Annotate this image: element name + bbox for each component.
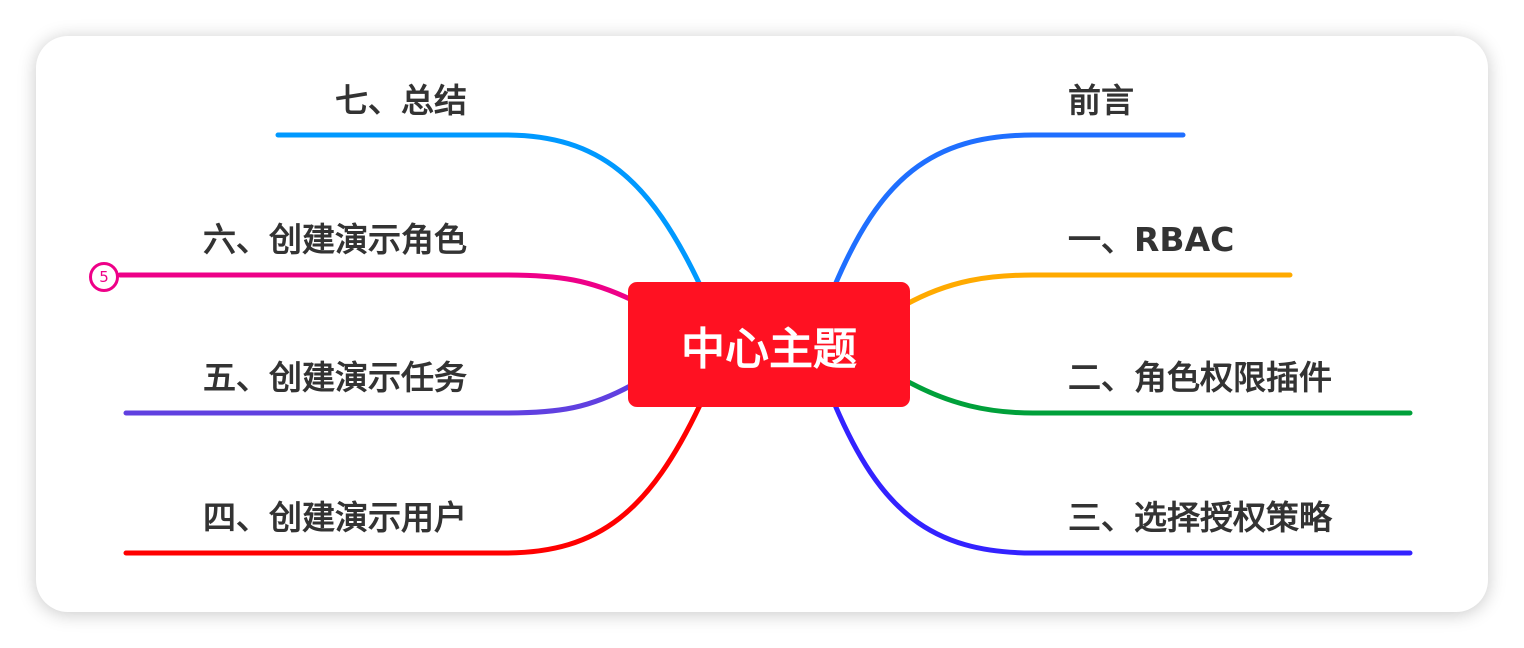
topic-auth-strategy[interactable]: 三、选择授权策略	[1068, 498, 1332, 537]
topic-demo-tasks[interactable]: 五、创建演示任务	[203, 358, 467, 397]
collapsed-count-badge[interactable]: 5	[89, 262, 119, 292]
topic-demo-roles[interactable]: 六、创建演示角色	[203, 220, 467, 259]
topic-rbac[interactable]: 一、RBAC	[1068, 220, 1235, 259]
branch-plugin	[902, 377, 1413, 416]
topic-demo-users[interactable]: 四、创建演示用户	[203, 498, 467, 537]
topic-summary[interactable]: 七、总结	[335, 81, 467, 120]
branch-strategy	[832, 402, 1413, 556]
branch-rbac	[902, 272, 1293, 308]
branch-tasks	[123, 382, 635, 416]
branch-roles	[117, 272, 635, 303]
central-topic-label: 中心主题	[681, 323, 857, 375]
branch-users	[123, 402, 703, 556]
central-topic[interactable]: 中心主题	[628, 282, 910, 407]
topic-preface[interactable]: 前言	[1068, 81, 1134, 120]
topic-role-permission-plugin[interactable]: 二、角色权限插件	[1068, 358, 1332, 397]
branch-summary	[275, 132, 703, 288]
branch-preface	[832, 132, 1186, 288]
